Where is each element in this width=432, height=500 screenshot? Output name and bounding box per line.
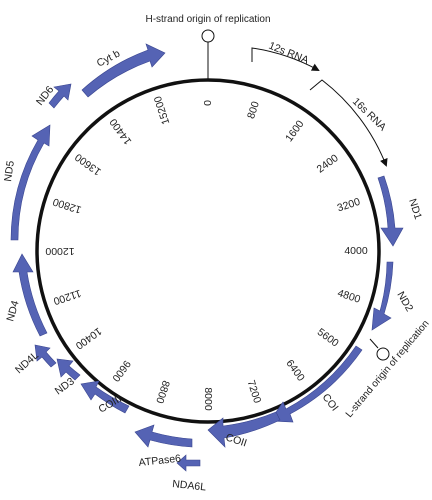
tick-label: 5600 xyxy=(315,326,341,350)
gene-labels: ND1 ND2 COI COII ATPase6 NDA6L COIII ND3… xyxy=(2,47,424,493)
gene-atpase6-arrow xyxy=(134,424,193,448)
rrna-label-16s: 16s RNA xyxy=(350,96,389,134)
gene-coi-arrow xyxy=(269,345,363,423)
tick-label: 12000 xyxy=(45,245,74,257)
gene-label-nd4: ND4 xyxy=(4,299,21,323)
gene-cytb-arrow xyxy=(81,43,166,98)
gene-nd4l-arrow xyxy=(34,344,57,368)
position-ticks: 0 800 1600 2400 3200 4000 4800 5600 6400 7200 8000… xyxy=(45,94,368,410)
rrna-arrows: 12s RNA 16s RNA xyxy=(251,40,389,167)
gene-nd6-arrow xyxy=(48,83,72,109)
tick-label: 15200 xyxy=(152,94,172,126)
gene-nda6l-arrow xyxy=(176,454,201,472)
l-origin-marker xyxy=(376,347,390,361)
tick-label: 7200 xyxy=(245,379,264,405)
h-origin-label: H-strand origin of replication xyxy=(145,14,270,25)
gene-label-atpase6: ATPase6 xyxy=(138,453,182,469)
gene-nd4-arrow xyxy=(12,253,48,337)
tick-label: 800 xyxy=(245,100,262,121)
tick-label: 0 xyxy=(202,100,214,106)
h-strand-origin: H-strand origin of replication xyxy=(145,14,271,80)
genome-ring xyxy=(35,78,381,424)
gene-label-nd5: ND5 xyxy=(2,160,17,183)
gene-arrows xyxy=(10,43,404,472)
gene-label-coii: COII xyxy=(224,431,248,449)
tick-label: 8000 xyxy=(202,387,214,411)
gene-nd1-arrow xyxy=(377,175,404,247)
tick-label: 14400 xyxy=(107,116,134,147)
tick-label: 8800 xyxy=(153,379,172,405)
gene-nd3-arrow xyxy=(56,358,81,381)
gene-label-coi: COI xyxy=(320,391,341,413)
tick-label: 3200 xyxy=(336,196,362,215)
gene-label-nd1: ND1 xyxy=(406,197,424,221)
gene-nd5-arrow xyxy=(10,124,51,241)
tick-label: 4000 xyxy=(344,245,368,257)
rrna-label-12s: 12s RNA xyxy=(267,40,310,67)
tick-label: 13600 xyxy=(73,151,104,178)
gene-coiii-arrow xyxy=(80,380,130,414)
tick-label: 12800 xyxy=(51,195,83,215)
gene-nd2-arrow xyxy=(371,261,394,331)
tick-label: 4800 xyxy=(336,287,362,306)
h-origin-marker xyxy=(201,29,215,43)
rrna-16s-arrow xyxy=(309,79,388,167)
gene-coii-arrow xyxy=(207,411,281,448)
tick-label: 2400 xyxy=(315,152,341,176)
tick-label: 1600 xyxy=(283,118,307,144)
rrna-12s-arrow xyxy=(251,47,320,71)
tick-label: 11200 xyxy=(52,287,83,307)
tick-label: 6400 xyxy=(283,358,307,384)
tick-label: 10400 xyxy=(73,325,104,352)
gene-label-nd2: ND2 xyxy=(394,290,415,314)
gene-label-nda6l: NDA6L xyxy=(172,478,207,493)
tick-label: 9600 xyxy=(109,358,133,384)
l-origin-stalk xyxy=(369,338,379,349)
